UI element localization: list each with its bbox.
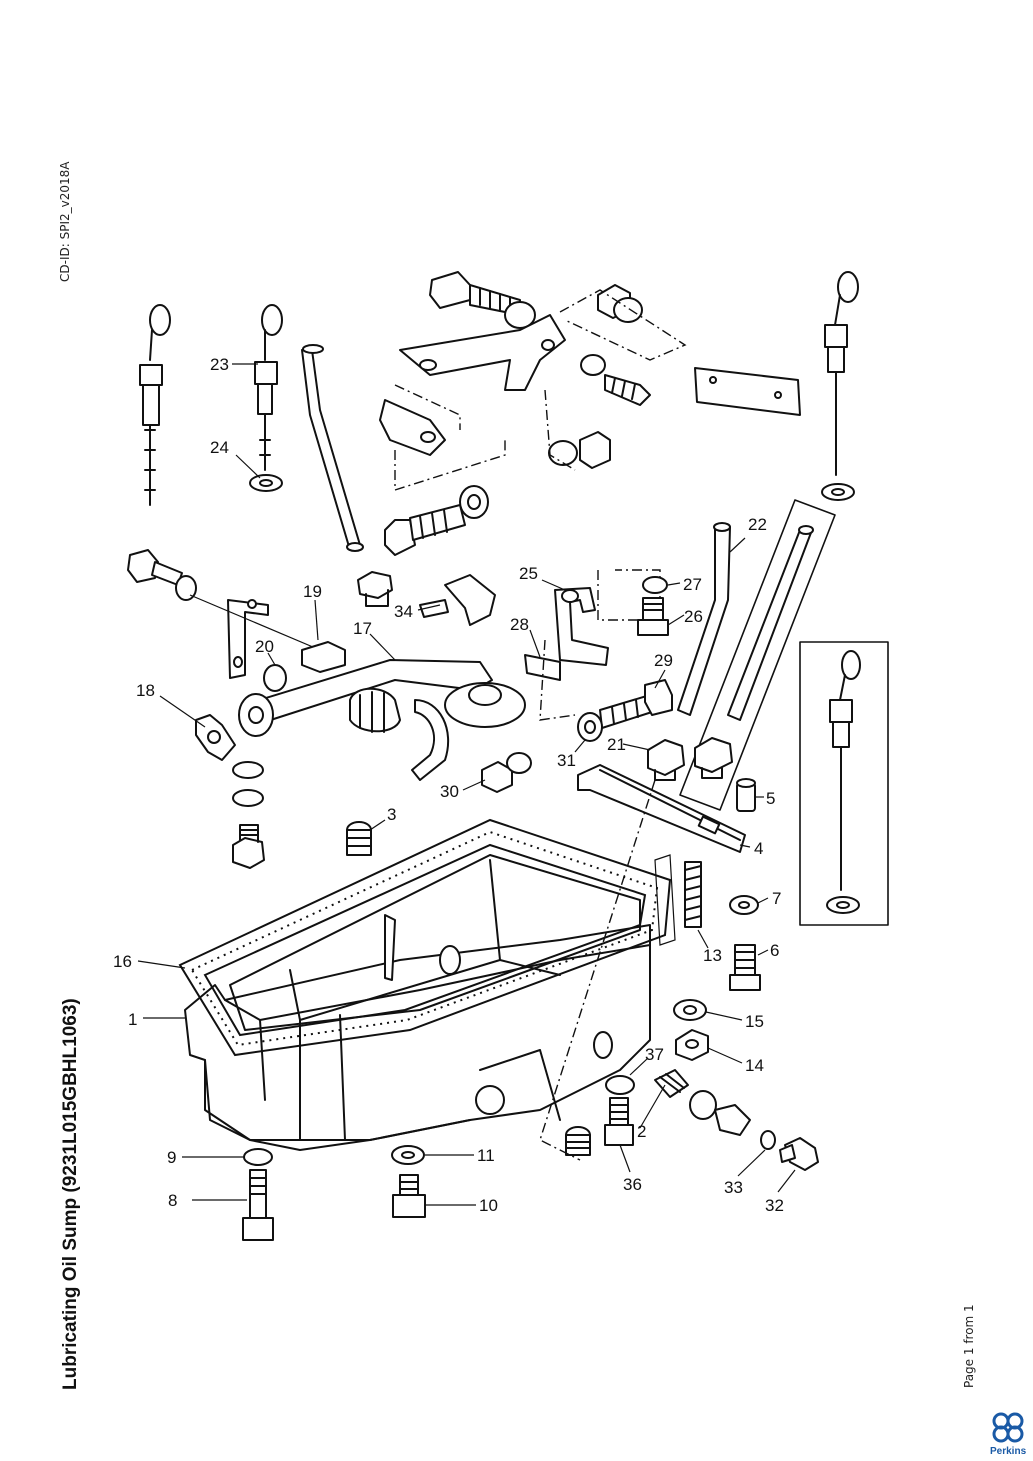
callout-29: 29: [654, 651, 673, 670]
callout-19: 19: [303, 582, 322, 601]
callout-33: 33: [724, 1178, 743, 1197]
callout-14: 14: [745, 1056, 764, 1075]
callout-37: 37: [645, 1045, 664, 1064]
callout-10: 10: [479, 1196, 498, 1215]
callout-24: 24: [210, 438, 229, 457]
callout-5: 5: [766, 789, 775, 808]
top-right-fasteners: [544, 284, 801, 471]
callout-18: 18: [136, 681, 155, 700]
callout-7: 7: [772, 889, 781, 908]
callout-27: 27: [683, 575, 702, 594]
alignment-line: [539, 779, 656, 1161]
brand-name: Perkins: [990, 1446, 1027, 1457]
washer-7: [729, 895, 759, 915]
callout-4: 4: [754, 839, 763, 858]
callout-28: 28: [510, 615, 529, 634]
nut-14: [675, 1029, 709, 1061]
callout-30: 30: [440, 782, 459, 801]
bolt-8: [242, 1148, 274, 1241]
perkins-logo: Perkins: [990, 1412, 1027, 1457]
callout-6: 6: [770, 941, 779, 960]
callout-23: 23: [210, 355, 229, 374]
sump-plugs-21: [647, 737, 733, 781]
callout-20: 20: [255, 637, 274, 656]
flange-gasket: [195, 714, 265, 869]
callout-17: 17: [353, 619, 372, 638]
callout-22: 22: [748, 515, 767, 534]
callout-9: 9: [167, 1148, 176, 1167]
dipstick-23: [249, 304, 283, 492]
drain-parts: [654, 1069, 819, 1171]
leader-lines: [137, 363, 796, 1206]
callout-3: 3: [387, 805, 396, 824]
washer-11: [391, 1145, 425, 1165]
washer-15: [673, 999, 707, 1021]
pipe-support-bracket: [127, 549, 346, 692]
callout-16: 16: [113, 952, 132, 971]
bolt-10: [392, 1174, 426, 1218]
callout-13: 13: [703, 946, 722, 965]
dipstick-tube: [301, 344, 364, 552]
dipstick-tube-boxed: [679, 499, 836, 811]
callout-1: 1: [128, 1010, 137, 1029]
bolt-6: [729, 944, 761, 991]
oil-pickup-pipe: [238, 659, 526, 737]
bolt-26: [637, 576, 669, 636]
callout-32: 32: [765, 1196, 784, 1215]
pipe-clamp: [349, 574, 496, 781]
oil-sump-pan: [184, 924, 651, 1151]
callout-26: 26: [684, 607, 703, 626]
callout-25: 25: [519, 564, 538, 583]
callout-15: 15: [745, 1012, 764, 1031]
sump-inner-body: [229, 854, 641, 1031]
callout-11: 11: [477, 1146, 495, 1165]
dipstick-tube-22: [677, 522, 731, 716]
plug-2: [565, 1126, 591, 1156]
dipstick-left: [139, 304, 171, 506]
callout-31: 31: [557, 751, 576, 770]
plug-3: [346, 821, 372, 856]
callout-36: 36: [623, 1175, 642, 1194]
nut-30: [481, 752, 532, 793]
hex-plug: [357, 571, 393, 607]
boxed-dipstick-assembly: [799, 641, 889, 926]
bracket-25: [524, 569, 661, 681]
dipstick-right: [821, 271, 859, 501]
callout-34: 34: [394, 602, 413, 621]
sleeve-5: [736, 778, 756, 812]
callout-labels: 1 2 3 4 5 6 7 8 9 10 11 13 14 15 16 17 1…: [113, 355, 784, 1215]
spring-13: [654, 854, 702, 946]
callout-8: 8: [168, 1191, 177, 1210]
bolt-36: [604, 1075, 635, 1146]
bolt-29: [539, 639, 673, 742]
callout-21: 21: [607, 735, 626, 754]
top-bracket-assembly: [379, 271, 566, 556]
callout-2: 2: [637, 1122, 646, 1141]
level-rail-4: [577, 764, 746, 853]
